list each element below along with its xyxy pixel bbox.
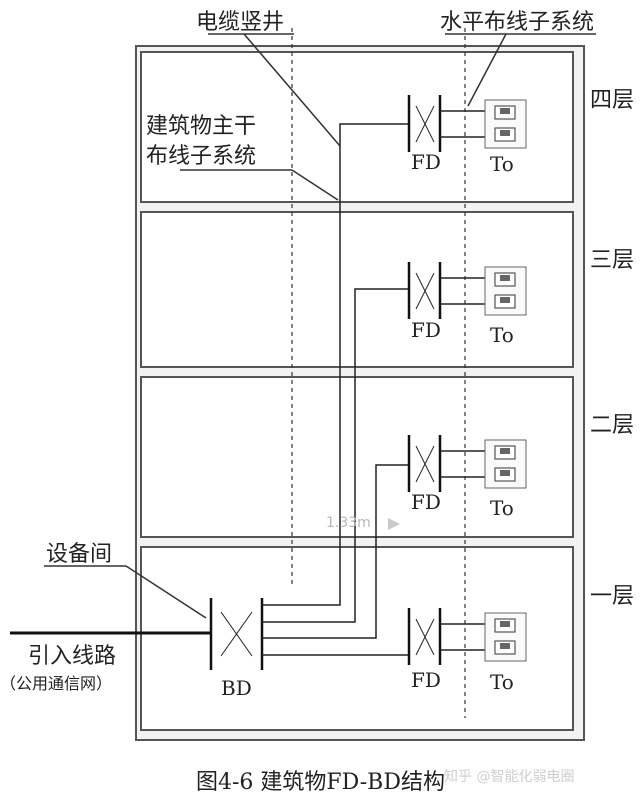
backbone-cable-floor4 xyxy=(262,123,409,606)
shaft-pointer xyxy=(243,33,341,147)
floor-label-2: 二层 xyxy=(590,413,635,438)
to-label: To xyxy=(490,670,514,694)
rj45-port-icon xyxy=(500,643,510,649)
rj45-port-icon xyxy=(500,275,510,281)
fd-cross-b xyxy=(415,445,435,483)
floor-2-fd-group xyxy=(407,435,527,492)
measurement-arrow xyxy=(388,518,400,530)
floor-label-1: 一层 xyxy=(590,584,635,609)
fd-cross-b xyxy=(415,272,435,310)
figure-caption: 图4-6 建筑物FD-BD结构 xyxy=(196,770,445,795)
fd-label: FD xyxy=(411,150,441,174)
equipment-room-pointer xyxy=(125,565,207,619)
backbone-label-line1: 建筑物主干 xyxy=(146,114,257,139)
rj45-port-icon xyxy=(500,448,510,454)
backbone-cable-floor3 xyxy=(262,288,409,623)
bd-cross-b xyxy=(220,611,253,657)
to-label: To xyxy=(490,496,514,520)
fd-cross-b xyxy=(415,618,435,656)
horizontal-subsystem-label: 水平布线子系统 xyxy=(440,10,595,35)
floor-3-fd-group xyxy=(407,262,527,319)
rj45-port-icon xyxy=(500,130,510,136)
backbone-pointer xyxy=(291,169,339,201)
to-label: To xyxy=(490,152,514,176)
rj45-port-icon xyxy=(500,621,510,627)
bd-label: BD xyxy=(221,676,252,700)
floor-label-3: 三层 xyxy=(590,248,635,273)
horizontal-pointer xyxy=(467,33,507,107)
watermark: 知乎 @智能化弱电圈 xyxy=(444,769,575,785)
shaft-label: 电缆竖井 xyxy=(196,10,285,35)
incoming-line-label: 引入线路 xyxy=(28,644,117,669)
rj45-port-icon xyxy=(500,470,510,476)
fd-label: FD xyxy=(411,668,441,692)
rj45-port-icon xyxy=(500,297,510,303)
rj45-port-icon xyxy=(500,108,510,114)
backbone-label-line2: 布线子系统 xyxy=(146,144,257,169)
floor-4-fd-group xyxy=(407,95,527,152)
to-label: To xyxy=(490,323,514,347)
equipment-room-label: 设备间 xyxy=(46,542,113,567)
fd-cross-b xyxy=(415,105,435,143)
floor-label-4: 四层 xyxy=(590,88,635,113)
measurement-tooltip: 1.33m xyxy=(326,515,371,531)
backbone-cable-floor2 xyxy=(262,464,409,639)
fd-label: FD xyxy=(411,490,441,514)
fd-label: FD xyxy=(411,318,441,342)
floor-1-fd-group xyxy=(407,608,527,665)
public-network-label: （公用通信网） xyxy=(0,674,113,693)
